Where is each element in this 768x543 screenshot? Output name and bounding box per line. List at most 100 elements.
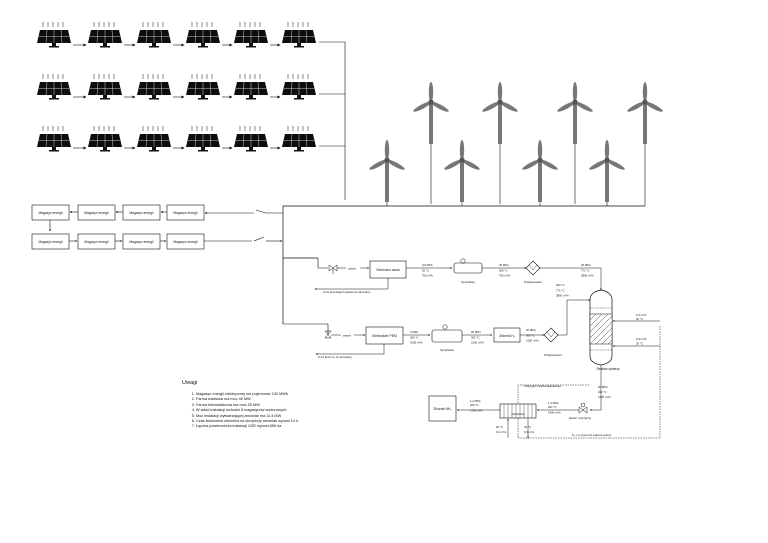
energy-storage-label: Magazyn energii xyxy=(129,211,153,215)
nitrogen-generator-label: Generator azotu xyxy=(376,268,400,272)
stream-label: 3 MPa xyxy=(410,330,419,334)
condenser xyxy=(499,403,537,419)
stream-label: 20 °C xyxy=(636,342,643,346)
exhaust-gas-label: zrzut pozostałych gazów do atmosfery xyxy=(323,290,371,294)
note-item: Łączna powierzchnia instalacji OZE wynos… xyxy=(196,424,412,429)
pv-panel-icon xyxy=(281,73,317,100)
stream-label: 0,3 m³/s xyxy=(524,430,535,434)
pv-panel-icon xyxy=(36,21,72,48)
ammonia-tank-label: Zbiornik NH₃ xyxy=(433,407,452,411)
wind-turbine-icon xyxy=(626,82,664,144)
note-item: Magazyn energii elektrycznej ma pojemnoś… xyxy=(196,392,412,397)
stream-label: 20 MPa xyxy=(499,263,509,267)
energy-storage-bank: Magazyn energii Magazyn energii Magazyn … xyxy=(31,204,283,250)
heater-icon xyxy=(525,260,541,276)
storage-row-2: Magazyn energii Magazyn energii Magazyn … xyxy=(31,233,283,250)
energy-storage-box xyxy=(122,204,161,221)
stream-label: 20 MPa xyxy=(471,330,481,334)
energy-storage-label: Magazyn energii xyxy=(173,211,197,215)
pem-electrolyzer xyxy=(365,326,404,345)
energy-storage-box xyxy=(166,233,205,250)
heater-label: Podgrzewacz xyxy=(544,353,563,357)
pv-panel-icon xyxy=(233,21,269,48)
ammonia-loop: Obieg gazu nieprzereagowanego N₂ + H₂ po… xyxy=(428,325,661,439)
switch-icon xyxy=(255,209,267,214)
exhaust-o2-label: zrzut tlenu O₂ do atmosfery xyxy=(318,355,352,359)
stream-label: 771 °C xyxy=(581,269,590,273)
stream-label: 700 m³/h xyxy=(499,274,510,278)
energy-storage-label: Magazyn energii xyxy=(38,240,62,244)
note-item: W skład instalacji wchodzi 6 magazynów w… xyxy=(196,408,412,413)
pv-panel-icon xyxy=(281,21,317,48)
pv-panel-icon xyxy=(233,125,269,152)
energy-storage-box xyxy=(77,233,116,250)
pv-panel-icon xyxy=(87,21,123,48)
stream-label: 2100 m³/h xyxy=(526,339,539,343)
hydrogen-line: zawór Elektrolizer PEM zrzut tlenu O₂ do… xyxy=(283,283,591,359)
stream-label: 771 °C xyxy=(556,289,565,293)
pv-panel-icon xyxy=(36,73,72,100)
stream-label: 20 °C xyxy=(524,425,531,429)
valve-icon xyxy=(328,264,338,272)
recycle-label: N₂ + H₂ powrót do reaktora syntezy xyxy=(572,434,612,437)
valve-icon xyxy=(324,330,332,339)
compressor-icon xyxy=(431,329,463,343)
pv-panel-icon xyxy=(87,125,123,152)
stream-label: 321 °C xyxy=(548,405,557,409)
energy-storage-box xyxy=(31,233,70,250)
note-item: Moc instalacji wytwarzającej amoniak ma … xyxy=(196,414,412,419)
compressor-label: Sprężarka xyxy=(461,280,475,284)
stream-label: 300 °C xyxy=(410,336,419,340)
stream-label: 2100 m³/h xyxy=(471,341,484,345)
notes-title: Uwagi xyxy=(182,380,198,386)
note-item: Czas ładowania zbiornika na skroplony am… xyxy=(196,419,412,424)
valve-label: zawór xyxy=(343,334,351,338)
stream-label: 400 °C xyxy=(556,283,565,287)
valve-label: zawór xyxy=(348,267,356,271)
wind-farm xyxy=(368,82,664,206)
pv-panel-icon xyxy=(136,125,172,152)
stream-label: 1400 m³/h xyxy=(598,395,611,399)
note-item: Farma fotowoltaiczna ma moc 25 MW xyxy=(196,403,412,408)
energy-storage-label: Magazyn energii xyxy=(173,240,197,244)
wind-turbine-icon xyxy=(521,140,559,202)
compressor-icon xyxy=(453,262,483,274)
compressor-label: Sprężarka xyxy=(440,348,454,352)
pv-panel-icon xyxy=(185,125,221,152)
notes-box: Uwagi Magazyn energii elektrycznej ma po… xyxy=(182,380,412,430)
pv-panel-icon xyxy=(185,73,221,100)
pv-farm xyxy=(36,21,346,200)
stream-label: 0,3 m³/h xyxy=(636,337,647,341)
nitrogen-line: zawór Generator azotu zrzut pozostałych … xyxy=(314,258,602,294)
energy-storage-box xyxy=(77,204,116,221)
stream-label: 200 °C xyxy=(470,403,479,407)
heater-label: Podgrzewacz xyxy=(524,280,543,284)
stream-label: 1400 m³/h xyxy=(548,411,561,415)
expansion-valve-icon xyxy=(578,406,588,414)
pv-panel-icon xyxy=(233,73,269,100)
main-bus xyxy=(282,205,645,324)
stream-label: 1,2 MPa xyxy=(548,401,559,405)
storage-row-1: Magazyn energii Magazyn energii Magazyn … xyxy=(31,204,283,232)
stream-label: 1,2 MPa xyxy=(470,399,481,403)
energy-storage-box xyxy=(122,233,161,250)
stream-label: 20 MPa xyxy=(581,263,591,267)
switch-icon xyxy=(253,236,265,242)
wind-turbine-icon xyxy=(556,82,594,144)
stream-label: 0,6 MPa xyxy=(422,263,433,267)
energy-storage-label: Magazyn energii xyxy=(38,211,62,215)
pv-panel-icon xyxy=(136,73,172,100)
loop-label: Obieg gazu nieprzereagowanego xyxy=(524,385,561,388)
stream-label: 20 °C xyxy=(422,269,429,273)
ammonia-tank xyxy=(428,395,457,422)
stream-label: 2100 m³/h xyxy=(410,341,423,345)
stream-label: 300 °C xyxy=(471,336,480,340)
stream-label: 1700 m³/h xyxy=(470,409,483,413)
wind-turbine-icon xyxy=(588,140,626,202)
pv-panel-icon xyxy=(36,125,72,152)
notes-list: Magazyn energii elektrycznej ma pojemnoś… xyxy=(182,392,412,430)
reactor-label: Reaktor syntezy xyxy=(597,367,620,371)
stream-label: 700 m³/h xyxy=(422,274,433,278)
pem-electrolyzer-label: Elektrolizer PEM xyxy=(372,334,397,338)
